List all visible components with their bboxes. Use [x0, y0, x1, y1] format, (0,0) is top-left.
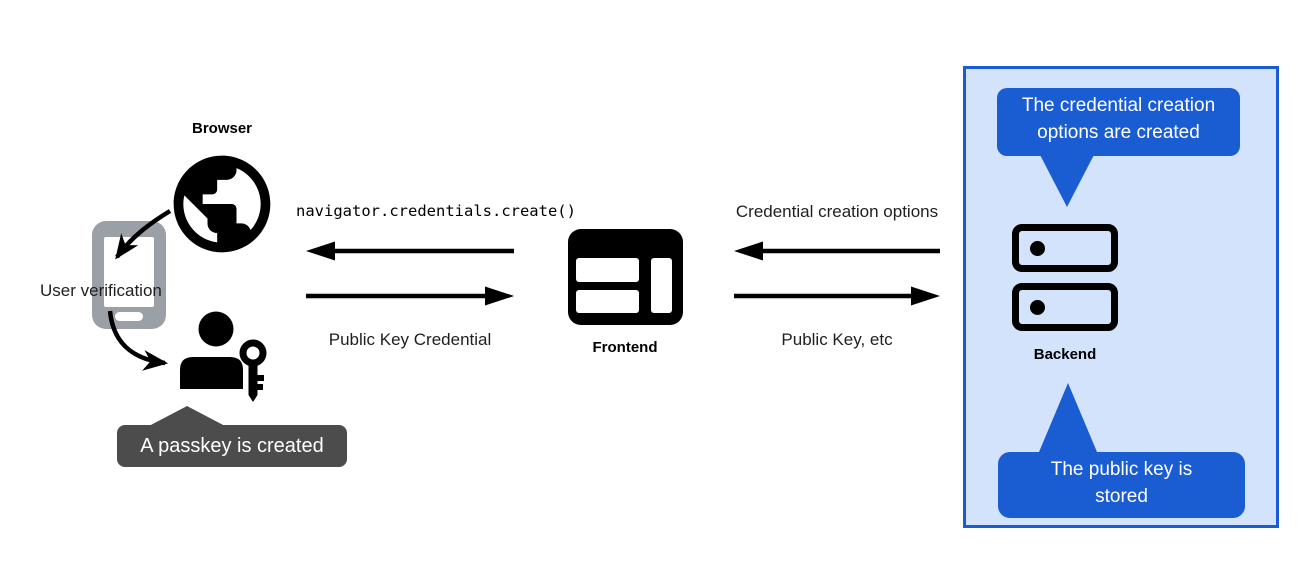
options-tooltip: The credential creation options are crea…: [997, 88, 1240, 156]
smartphone-homebar: [115, 312, 143, 321]
stored-tooltip-pointer: [1039, 383, 1097, 452]
server-rack-bottom: [1012, 283, 1118, 331]
options-tooltip-text: The credential creation options are crea…: [1021, 95, 1216, 143]
arrow-frontend-to-browser: [306, 241, 514, 261]
credential-creation-options-label: Credential creation options: [735, 202, 939, 221]
user-verification-label: User verification: [40, 281, 162, 300]
public-key-credential-label: Public Key Credential: [328, 330, 492, 349]
frontend-label: Frontend: [592, 339, 658, 356]
arrow-browser-to-frontend: [306, 286, 514, 306]
backend-panel: The credential creation options are crea…: [963, 66, 1279, 528]
public-key-etc-label: Public Key, etc: [781, 330, 893, 349]
credentials-create-code-label: navigator.credentials.create(): [296, 202, 576, 220]
server-led-dot: [1030, 241, 1045, 256]
browser-label: Browser: [191, 120, 253, 137]
options-tooltip-pointer: [1037, 149, 1097, 207]
smartphone-icon: [92, 221, 166, 329]
browser-window-icon: [568, 229, 683, 325]
person-key-icon: [180, 311, 267, 402]
stored-tooltip-text: The public key is stored: [1050, 459, 1193, 507]
passkey-tooltip-pointer: [147, 406, 227, 427]
server-led-dot: [1030, 300, 1045, 315]
globe-icon: [173, 155, 271, 253]
arrow-backend-to-frontend: [734, 241, 940, 261]
passkey-tooltip: A passkey is created: [117, 425, 347, 467]
backend-label: Backend: [1033, 346, 1097, 363]
arrow-frontend-to-backend: [734, 286, 940, 306]
server-rack-top: [1012, 224, 1118, 272]
stored-tooltip: The public key is stored: [998, 452, 1245, 518]
